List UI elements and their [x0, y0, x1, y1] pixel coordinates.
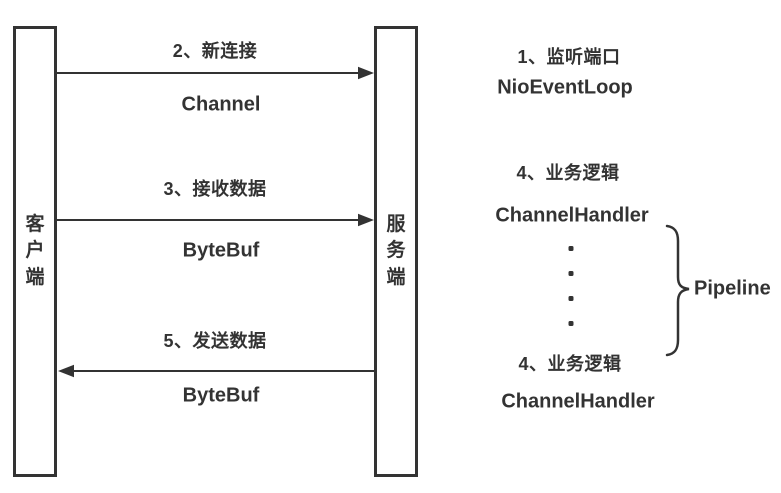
- receive-data-arrow: [57, 213, 374, 227]
- message-3-artifact-label: ByteBuf: [182, 239, 260, 262]
- business-logic-bottom-step-label: 4、业务逻辑: [518, 354, 622, 374]
- new-connection-arrow: [57, 66, 374, 80]
- client-actor-label: 客户端: [25, 214, 45, 288]
- pipeline-label: Pipeline: [694, 277, 771, 300]
- business-logic-top-step-label: 4、业务逻辑: [516, 163, 620, 183]
- message-2-step-label: 2、新连接: [172, 41, 258, 61]
- channelhandler-bottom-label: ChannelHandler: [501, 390, 655, 413]
- message-5-step-label: 5、发送数据: [163, 331, 267, 351]
- channelhandler-top-label: ChannelHandler: [495, 204, 649, 227]
- nioeventloop-label: NioEventLoop: [497, 76, 633, 99]
- message-3-step-label: 3、接收数据: [163, 179, 267, 199]
- message-2-artifact-label: Channel: [181, 93, 261, 116]
- server-actor-box: 服务端: [374, 26, 418, 477]
- server-actor-label: 服务端: [386, 214, 406, 288]
- pipeline-brace-icon: [665, 224, 690, 357]
- message-5-artifact-label: ByteBuf: [182, 384, 260, 407]
- client-actor-box: 客户端: [13, 26, 57, 477]
- vertical-dots-icon: [568, 246, 574, 326]
- listen-port-step-label: 1、监听端口: [517, 47, 621, 67]
- send-data-arrow: [58, 364, 374, 378]
